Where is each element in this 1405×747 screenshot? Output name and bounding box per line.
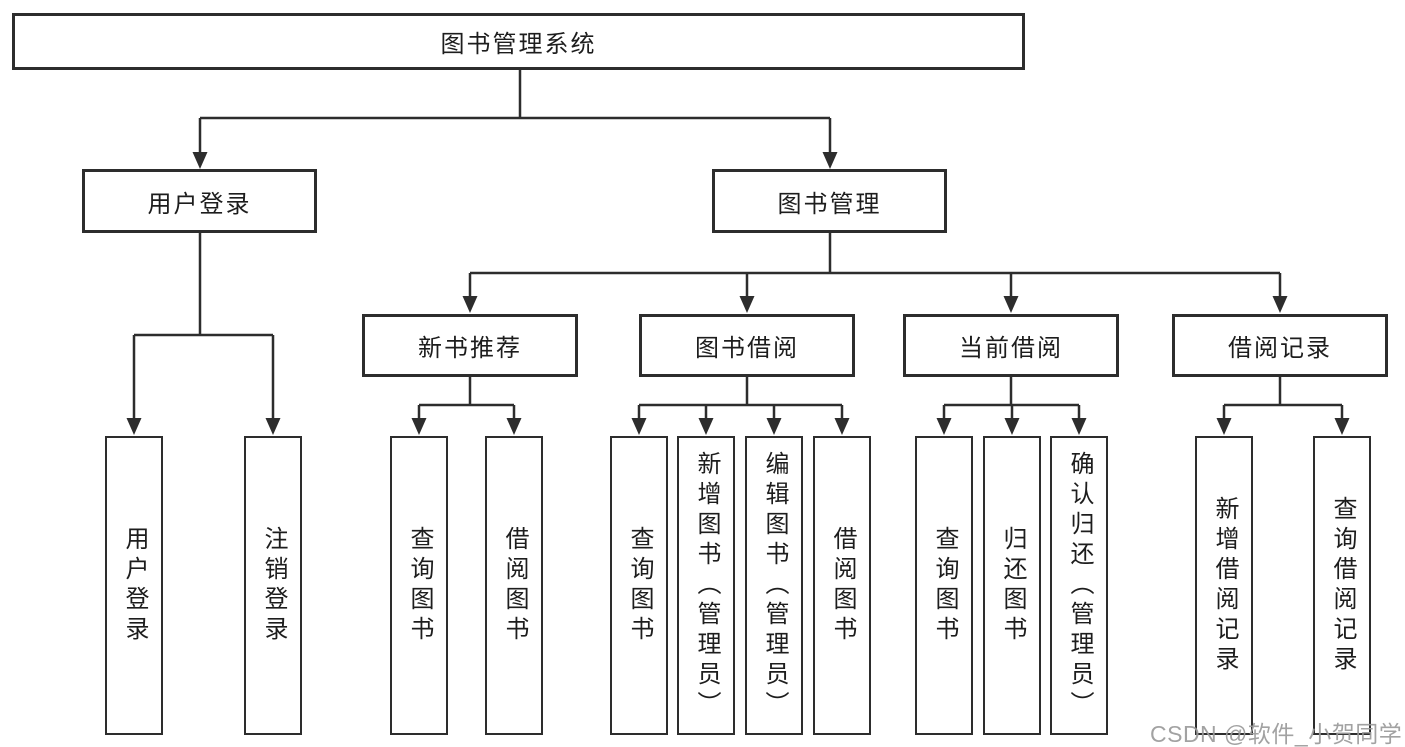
leaf-add-borrow-record: 新增借阅记录	[1195, 436, 1253, 735]
node-current-borrow: 当前借阅	[903, 314, 1119, 377]
leaf-query-books-current: 查询图书	[915, 436, 973, 735]
leaf-borrow-books-recommend: 借阅图书	[485, 436, 543, 735]
tree-edges	[132, 68, 1344, 420]
root-node-library-system: 图书管理系统	[12, 13, 1025, 70]
node-book-borrow: 图书借阅	[639, 314, 855, 377]
leaf-borrow-books-borrow: 借阅图书	[813, 436, 871, 735]
leaf-return-book: 归还图书	[983, 436, 1041, 735]
node-user-login: 用户登录	[82, 169, 317, 233]
leaf-query-books-recommend: 查询图书	[390, 436, 448, 735]
node-new-book-recommend: 新书推荐	[362, 314, 578, 377]
leaf-edit-book-admin: 编辑图书（管理员）	[745, 436, 803, 735]
leaf-logout: 注销登录	[244, 436, 302, 735]
node-borrow-records: 借阅记录	[1172, 314, 1388, 377]
leaf-query-books-borrow: 查询图书	[610, 436, 668, 735]
leaf-confirm-return-admin: 确认归还（管理员）	[1050, 436, 1108, 735]
node-book-management: 图书管理	[712, 169, 947, 233]
leaf-add-book-admin: 新增图书（管理员）	[677, 436, 735, 735]
leaf-user-login: 用户登录	[105, 436, 163, 735]
csdn-watermark: CSDN @软件_小贺同学	[1150, 721, 1403, 747]
leaf-query-borrow-record: 查询借阅记录	[1313, 436, 1371, 735]
